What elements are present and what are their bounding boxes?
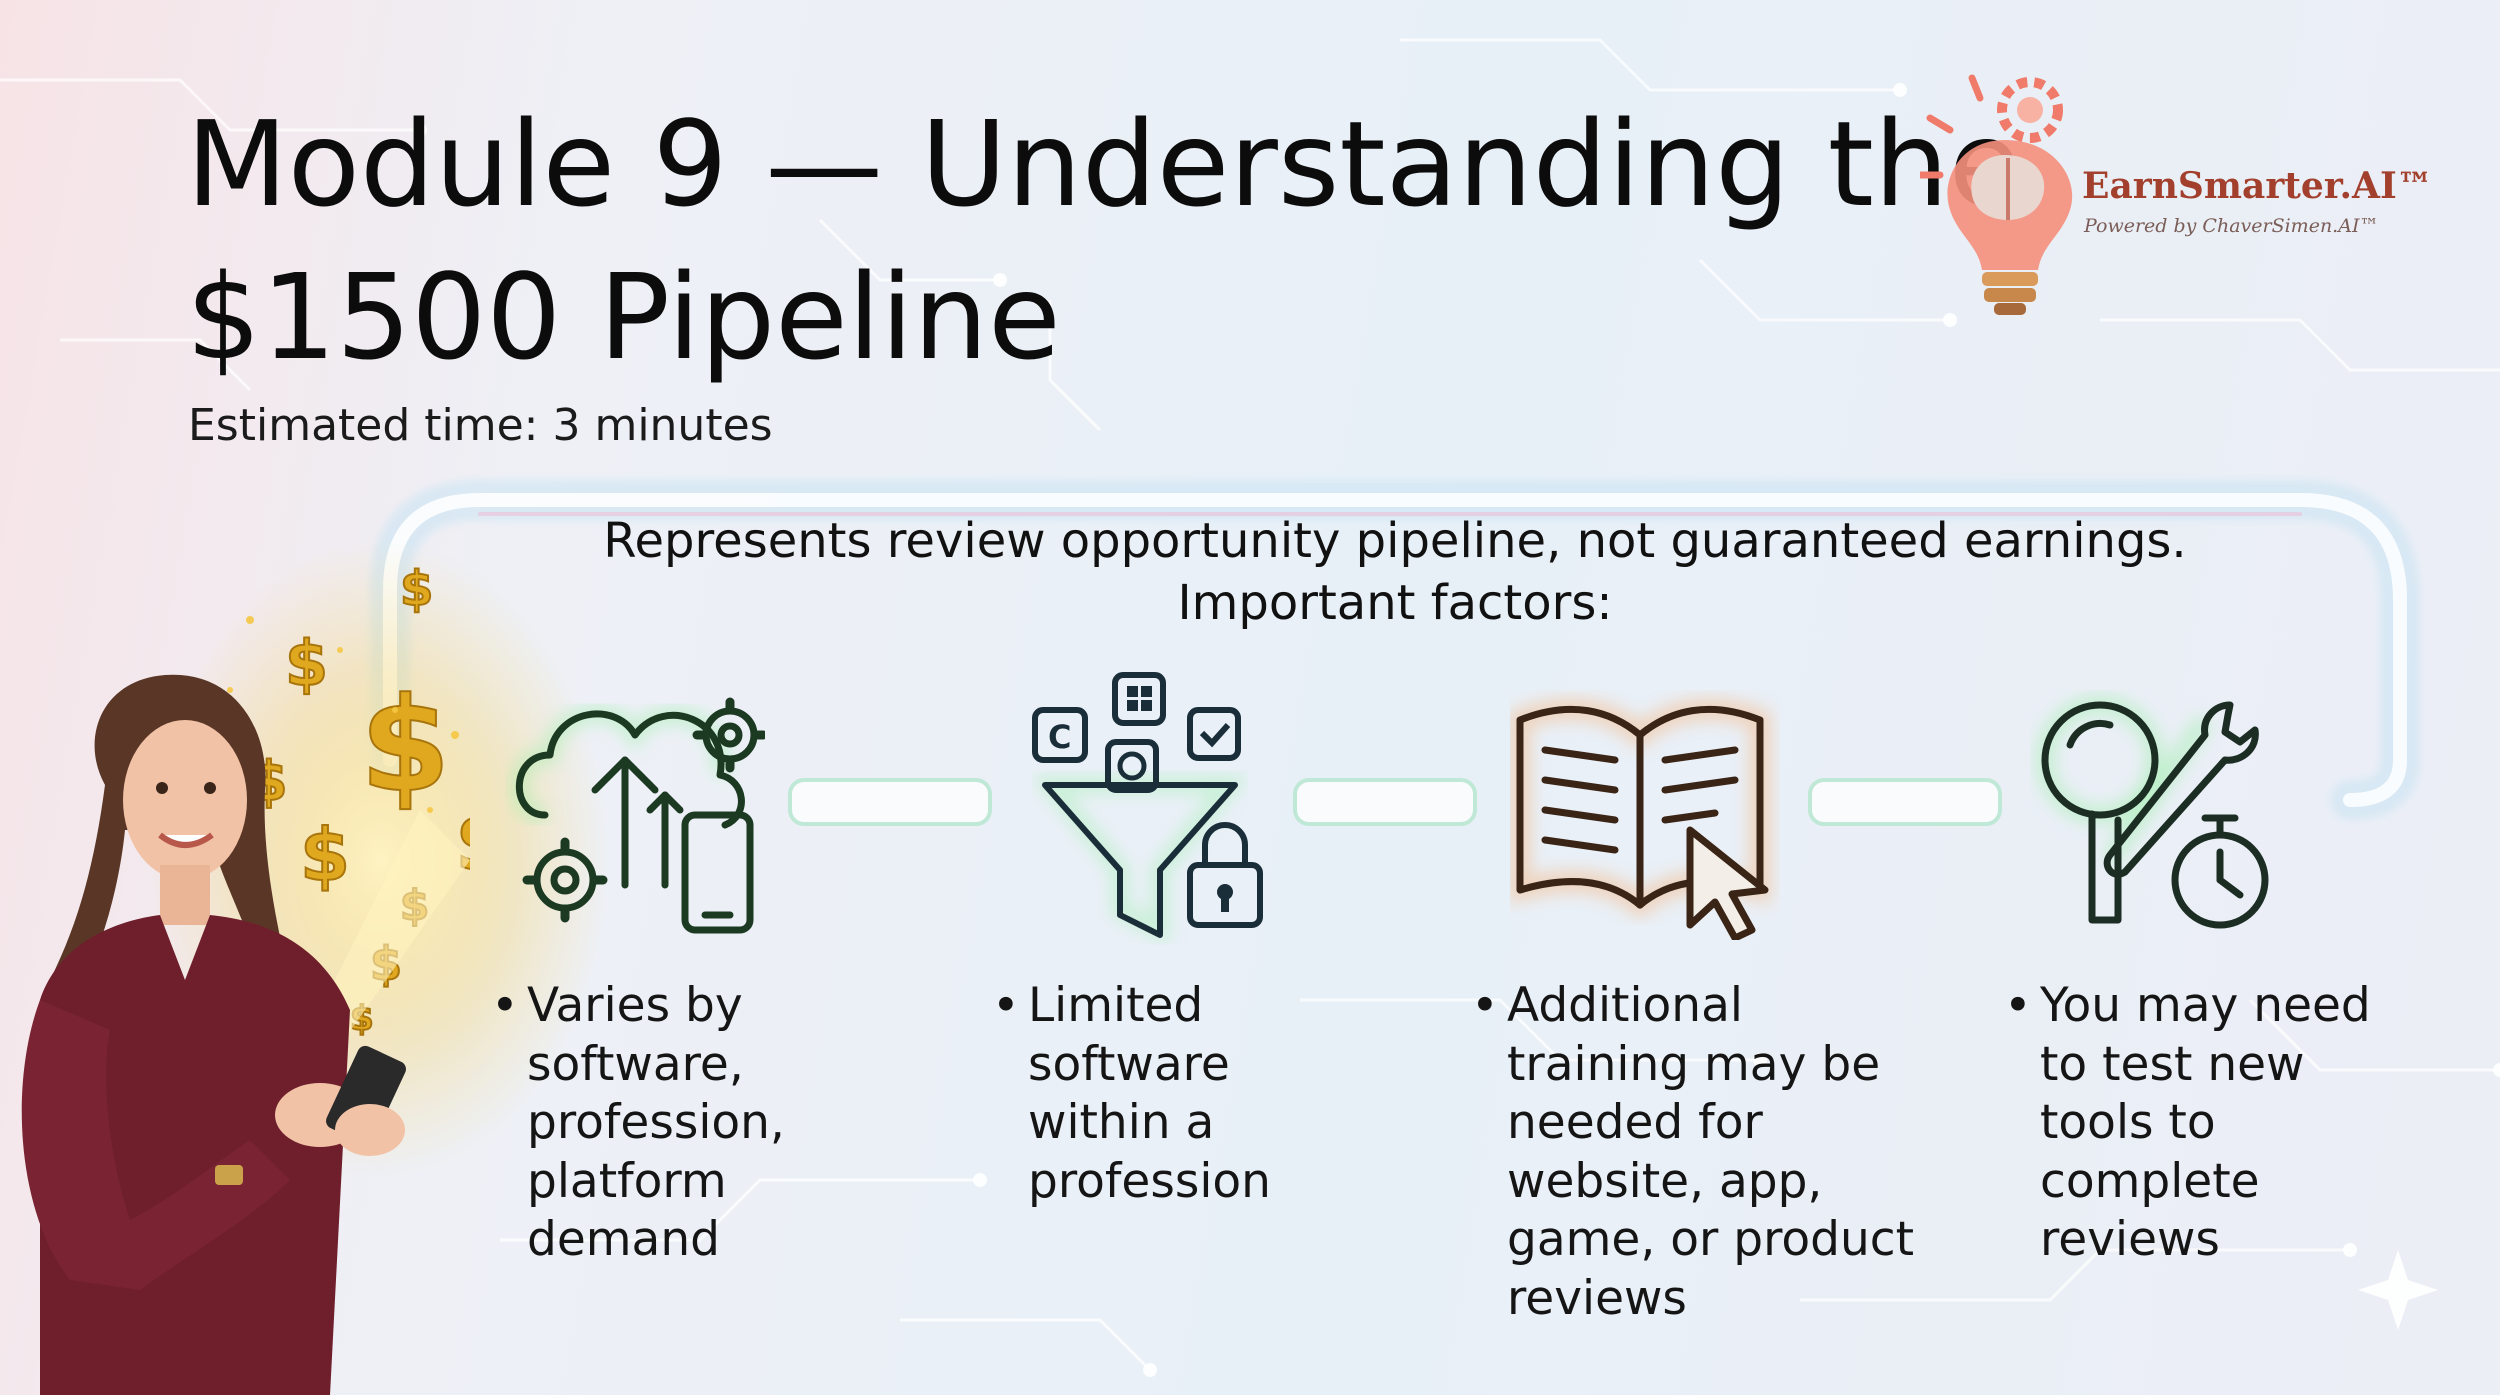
brand-name: EarnSmarter.AI™ — [2082, 165, 2433, 207]
svg-text:$: $ — [400, 561, 433, 617]
factor-1-line: Varies by — [527, 978, 743, 1033]
bullet-dot: • — [1471, 978, 1499, 1033]
page-title-line2: $1500 Pipeline — [186, 248, 1061, 386]
factor-1-line: profession, — [527, 1095, 785, 1150]
brand-tagline: Powered by ChaverSimen.AI™ — [2084, 215, 2379, 237]
lightbulb-brain-gear-icon — [1920, 74, 2073, 315]
magnifier-wrench-stopwatch-icon — [2035, 695, 2269, 929]
presenter-illustration: $ $ $ $ $ $ $ $ $ $ — [21, 560, 470, 1395]
factor-3-line: website, app, — [1507, 1153, 1823, 1209]
factor-4-line: You may need — [2040, 978, 2371, 1033]
factor-4-line: to test new — [2040, 1036, 2305, 1092]
note-line2: Important factors: — [1177, 575, 1613, 631]
factor-2-line: software — [1028, 1036, 1230, 1092]
factor-2-line: within a — [1028, 1095, 1215, 1150]
svg-text:C: C — [1048, 718, 1071, 756]
factor-3-line: reviews — [1507, 1270, 1687, 1326]
factor-2-line: Limited — [1028, 978, 1204, 1033]
factor-2-line: profession — [1028, 1153, 1271, 1209]
factor-3-line: Additional — [1507, 978, 1743, 1033]
factor-4-line: reviews — [2040, 1212, 2220, 1267]
svg-text:$: $ — [360, 669, 450, 821]
svg-text:$: $ — [285, 627, 328, 700]
factor-3-line: game, or product — [1507, 1212, 1915, 1267]
factor-2: • Limited software within a profession — [992, 977, 1271, 1211]
pipeline-note: Represents review opportunity pipeline, … — [560, 510, 2230, 634]
open-book-cursor-icon — [1510, 698, 1771, 940]
apps-funnel-lock-icon: C — [1030, 672, 1263, 945]
factor-4: • You may need to test new tools to comp… — [2004, 977, 2371, 1270]
cloud-upload-gears-phone-icon — [510, 697, 765, 934]
bullet-dot: • — [992, 978, 1020, 1033]
factor-3-line: training may be — [1507, 1036, 1881, 1092]
note-line1: Represents review opportunity pipeline, … — [603, 513, 2187, 569]
factor-3-line: needed for — [1507, 1095, 1763, 1150]
svg-text:$: $ — [300, 813, 350, 897]
factor-1: • Varies by software, profession, platfo… — [491, 977, 785, 1270]
factor-1-line: software, — [527, 1036, 744, 1092]
page-title-line1: Module 9 — Understanding the — [186, 95, 2022, 233]
factor-1-line: platform — [527, 1153, 727, 1209]
bullet-dot: • — [2004, 978, 2032, 1033]
factor-1-line: demand — [527, 1212, 720, 1267]
estimated-time: Estimated time: 3 minutes — [188, 400, 773, 451]
factor-4-line: tools to — [2040, 1095, 2216, 1150]
factor-3: • Additional training may be needed for … — [1471, 977, 1915, 1328]
bullet-dot: • — [491, 978, 519, 1033]
factor-4-line: complete — [2040, 1153, 2260, 1209]
